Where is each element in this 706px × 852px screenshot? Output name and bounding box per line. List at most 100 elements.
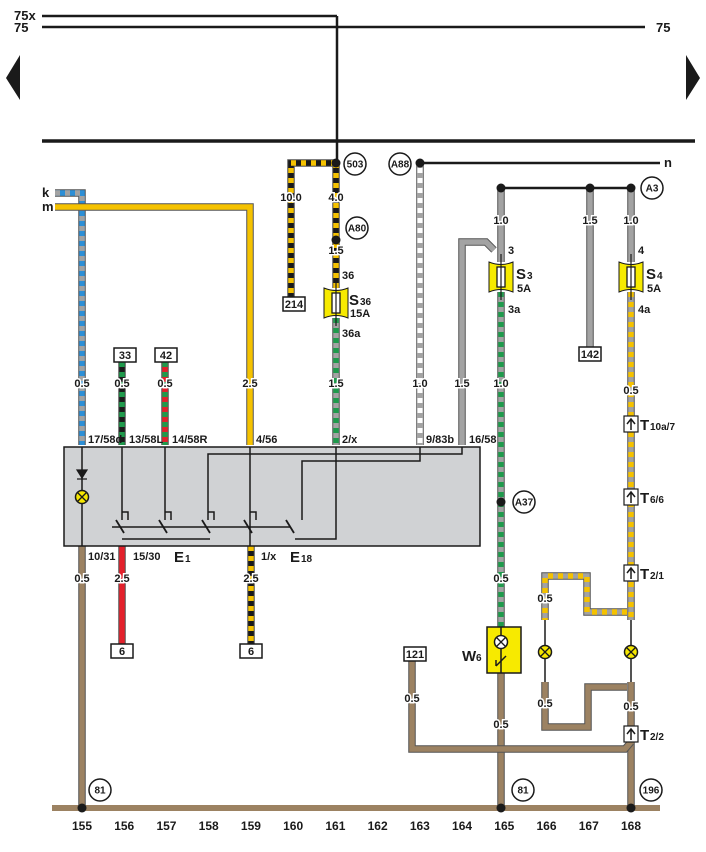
pin-1-x: 1/x [261,551,277,563]
ref-6-left-label: 6 [119,646,125,658]
current-track-number: 163 [410,819,430,833]
wire-k [55,190,85,445]
ground-196-label: 196 [643,786,660,797]
junction-dot [626,803,636,813]
ref-6-left-box[interactable] [110,643,134,659]
junction-dot [77,803,87,813]
previous-page-arrow-icon[interactable] [6,55,20,100]
junction-dot [415,158,425,168]
current-track-number: 156 [114,819,134,833]
module-internal-line [165,511,172,520]
current-track-number: 164 [452,819,472,833]
switch-contact-icon [158,519,168,534]
terminal-t22-name: T [640,727,649,744]
ref-142-box[interactable] [578,346,602,362]
terminal-arrow-icon [626,417,636,430]
junction-a37-label: A37 [515,498,534,509]
wire-size-label: 1.0 [493,215,508,227]
wire-size-label: 0.5 [537,593,552,605]
fuse-s3-sub: 3 [527,271,533,282]
wire-size-label: 1.0 [493,378,508,390]
wire-size-label: 4.0 [328,192,343,204]
wire-214 [288,160,336,297]
pin-15-30: 15/30 [133,551,161,563]
pin-16-58: 16/58 [469,434,497,446]
current-track-number: 167 [579,819,599,833]
fuse-s4-pin-out: 4a [638,304,651,316]
rail-k-label: k [42,185,50,200]
ref-121-label: 121 [406,649,424,661]
lamp-168-icon-cross [626,647,636,657]
fuse-s3-name: S [516,266,526,283]
fuse-s36-rating: 15A [350,308,370,320]
ref-6-right-box[interactable] [239,643,263,659]
rail-75x-label: 75x [14,8,36,23]
fuse-s3-pin-in: 3 [508,245,514,257]
pin-14-58r: 14/58R [172,434,208,446]
lamp-166-icon-cross [540,647,550,657]
current-track-number: 160 [283,819,303,833]
junction-a3-circle[interactable] [640,176,664,200]
fuse-s36-pin-in: 36 [342,270,354,282]
wire-size-label: 2.5 [114,573,129,585]
switch-contact-icon [243,519,253,534]
w6-component[interactable] [486,626,522,674]
switch-contact-icon [285,519,295,534]
wire-size-label: 1.5 [454,378,469,390]
next-page-arrow-icon[interactable] [686,55,700,100]
junction-a37-circle[interactable] [512,490,536,514]
ground-196-circle[interactable] [639,778,663,802]
wire-lamp-branch-stripe [542,573,627,620]
terminal-t21-sub: 2/1 [650,571,664,582]
current-track-number: 168 [621,819,641,833]
junction-503-label: 503 [347,160,364,171]
wire-k-outline [55,189,86,445]
pin-2-x: 2/x [342,434,358,446]
junction-a80-circle[interactable] [345,216,369,240]
module-internal-line [122,511,129,520]
diode-icon [75,469,89,480]
fuse-s4-rating: 5A [647,283,661,295]
current-track-number: 158 [199,819,219,833]
rail-n-label: n [664,155,672,170]
fuse-s36-name: S [349,292,359,309]
ground-81-right-circle[interactable] [511,778,535,802]
current-track-number: 161 [325,819,345,833]
ground-81-left-circle[interactable] [88,778,112,802]
junction-dot [331,235,341,245]
rail-75-left-label: 75 [14,20,28,35]
wire-lamp-ground [542,682,627,730]
wire-size-label: 1.0 [412,378,427,390]
junction-a88-circle[interactable] [388,152,412,176]
wire-size-label: 0.5 [537,698,552,710]
junction-dot [331,158,341,168]
module-lamp-icon-cross [77,492,87,502]
pin-4-56: 4/56 [256,434,277,446]
component-e18-sub: 18 [301,554,313,565]
current-track-number: 159 [241,819,261,833]
wire-size-label: 0.5 [74,378,89,390]
ref-214-box[interactable] [282,296,306,312]
wire-size-label: 0.5 [623,385,638,397]
light-switch-module[interactable] [63,446,481,547]
terminal-t66-sub: 6/6 [650,495,664,506]
terminal-t10a7-name: T [640,417,649,434]
wire-214-outline [287,159,336,297]
wire-size-label: 1.0 [623,215,638,227]
rail-75-right-label: 75 [656,20,670,35]
wire-k-stripe [55,190,85,445]
ref-121-box[interactable] [403,646,427,662]
current-track-number: 165 [494,819,514,833]
component-e1-sub: 1 [185,554,191,565]
ref-42-label: 42 [160,350,172,362]
junction-a80-label: A80 [348,224,367,235]
terminal-t66-name: T [640,490,649,507]
ref-42-box[interactable] [154,347,178,363]
module-internal-line [250,511,257,520]
component-e1-name: E [174,549,184,566]
switch-contact-icon [201,519,211,534]
junction-503-circle[interactable] [343,152,367,176]
wire-size-label: 0.5 [114,378,129,390]
ref-33-box[interactable] [113,347,137,363]
